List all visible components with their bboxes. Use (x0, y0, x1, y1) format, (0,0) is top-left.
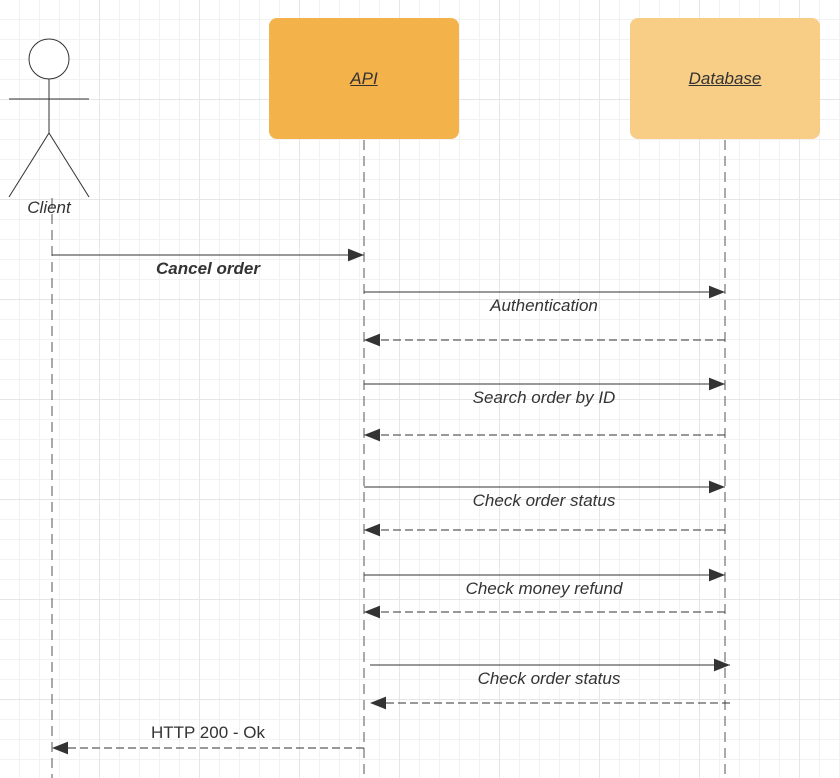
messages-layer (52, 248, 730, 755)
message-label: Authentication (490, 296, 598, 315)
message-label: Check order status (477, 669, 621, 688)
message-label: HTTP 200 - Ok (151, 723, 265, 742)
client-actor-label: Client (27, 198, 71, 217)
api-participant-label: API (350, 68, 378, 88)
database-participant-box[interactable]: Database (630, 18, 820, 139)
message-label: Cancel order (156, 259, 260, 278)
message-label: Search order by ID (472, 388, 616, 407)
message-label: Check order status (472, 491, 616, 510)
database-participant-label: Database (688, 68, 762, 88)
message-label: Check money refund (465, 579, 623, 598)
api-participant-box[interactable]: API (269, 18, 459, 139)
client-actor-icon (8, 38, 90, 198)
